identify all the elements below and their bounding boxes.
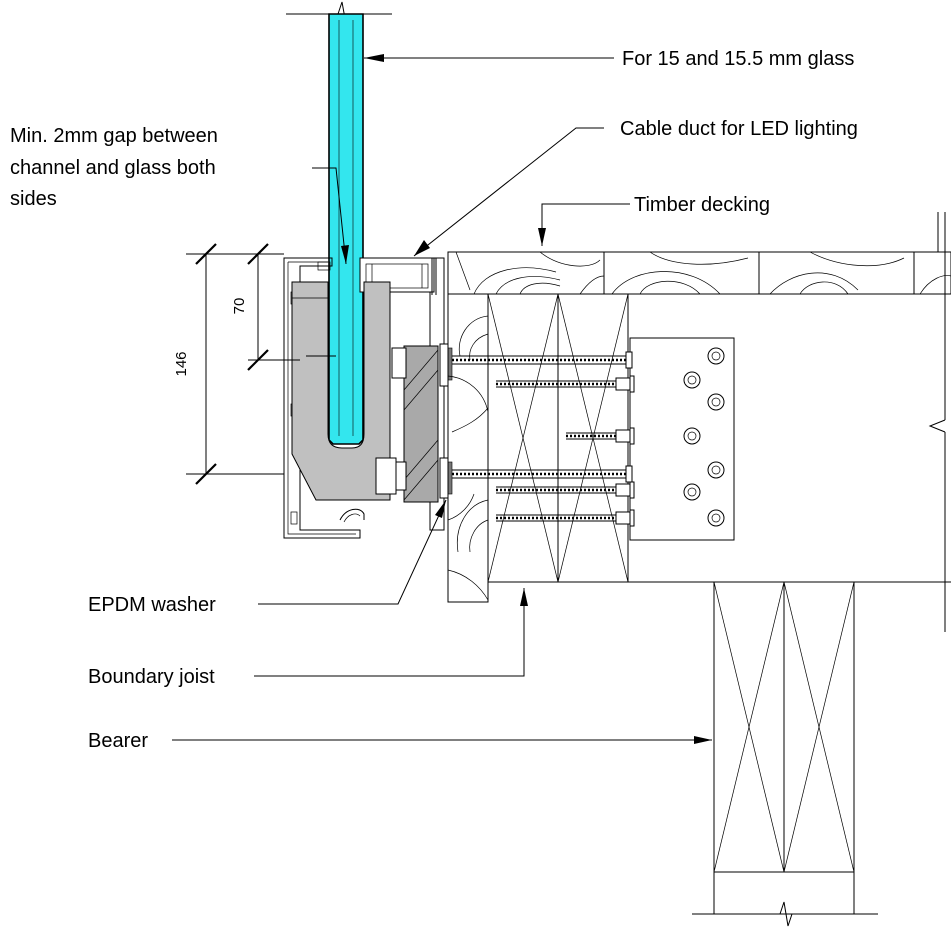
timber-decking [447, 212, 951, 295]
screw-short-1 [496, 375, 635, 393]
epdm-washer-label: EPDM washer [88, 594, 216, 616]
hanger-fixings [683, 347, 725, 527]
bearer [692, 581, 878, 927]
clamp-pressure-plate [403, 345, 439, 503]
gap-label-line-3: sides [10, 188, 57, 210]
gap-label-line-2: channel and glass both [10, 157, 216, 179]
fixing-screws [452, 351, 635, 527]
glass-clamp [291, 281, 453, 503]
screw-short-4 [496, 509, 635, 527]
dimension-overall-value: 146 [173, 351, 190, 376]
glass-pane [328, 13, 364, 445]
clamp-block [291, 281, 391, 501]
bearer-label: Bearer [88, 730, 148, 752]
boundary-joist-label: Boundary joist [88, 666, 215, 688]
dimension-overall: 146 [173, 243, 284, 485]
dimension-upper-value: 70 [231, 298, 248, 315]
break-line-right [928, 212, 946, 632]
joist-hanger-plate [629, 337, 735, 541]
gap-label-line-1: Min. 2mm gap between [10, 125, 218, 147]
screw-short-2 [566, 427, 635, 445]
screw-long-upper [452, 351, 633, 369]
glass-thickness-label: For 15 and 15.5 mm glass [622, 48, 854, 70]
epdm-washer [447, 347, 453, 381]
cable-duct-label: Cable duct for LED lighting [620, 118, 858, 140]
screw-long-lower [452, 465, 633, 483]
dimension-upper: 70 [231, 243, 300, 371]
leader-lines [172, 54, 712, 744]
timber-decking-label: Timber decking [634, 194, 770, 216]
lower-nut [375, 457, 397, 495]
boundary-joist [447, 293, 951, 603]
screw-short-3 [496, 481, 635, 499]
upper-nut [391, 347, 407, 379]
